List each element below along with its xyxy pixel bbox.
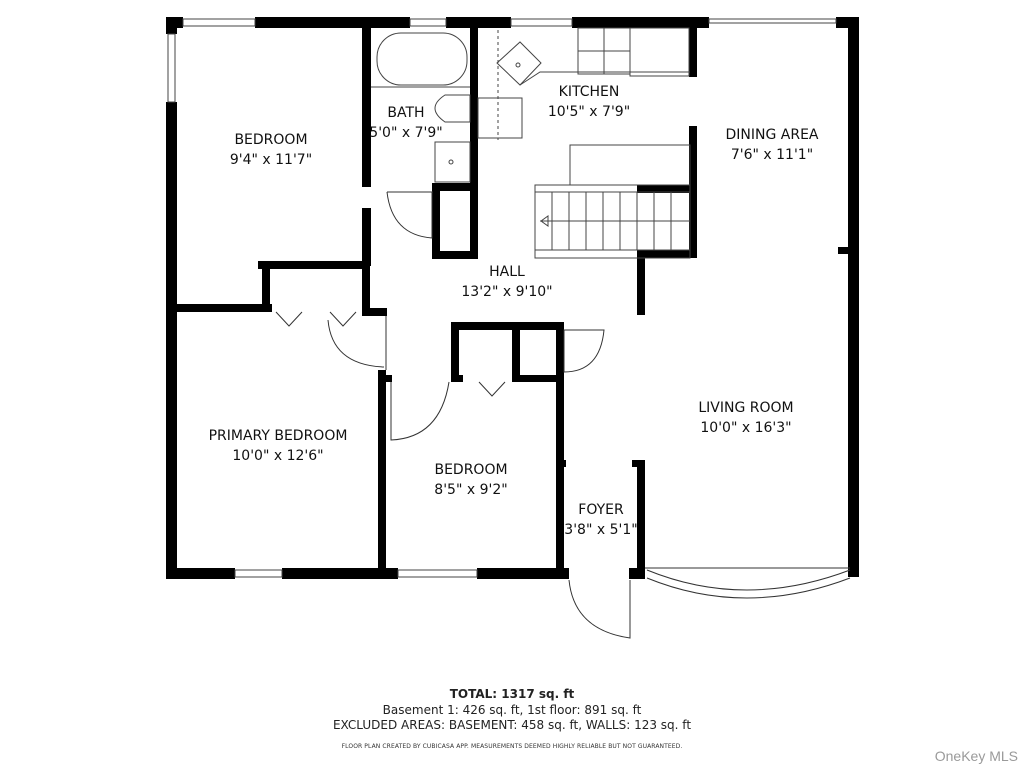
room-dimensions: 3'8" x 5'1" xyxy=(564,522,638,538)
room-name: BEDROOM xyxy=(434,462,508,478)
room-dimensions: 10'0" x 12'6" xyxy=(232,448,324,464)
room-dimensions: 10'5" x 7'9" xyxy=(547,104,631,120)
room-label-bath: BATH 5'0" x 7'9" xyxy=(369,103,442,143)
room-label-dining-area: DINING AREA 7'6" x 11'1" xyxy=(725,125,818,165)
room-name: HALL xyxy=(489,264,525,280)
doors xyxy=(275,191,631,639)
excluded-areas: EXCLUDED AREAS: BASEMENT: 458 sq. ft, WA… xyxy=(332,718,692,732)
room-dimensions: 7'6" x 11'1" xyxy=(730,147,814,163)
room-name: DINING AREA xyxy=(725,127,819,143)
room-dimensions: 10'0" x 16'3" xyxy=(700,420,792,436)
total-area: TOTAL: 1317 sq. ft xyxy=(449,687,575,701)
room-name: PRIMARY BEDROOM xyxy=(208,428,348,444)
room-name: BATH xyxy=(387,105,425,121)
interior-walls xyxy=(166,17,858,578)
floor-areas: Basement 1: 426 sq. ft, 1st floor: 891 s… xyxy=(382,703,642,717)
room-label-primary-bedroom: PRIMARY BEDROOM 10'0" x 12'6" xyxy=(209,426,348,466)
room-label-foyer: FOYER 3'8" x 5'1" xyxy=(564,500,637,540)
exterior-walls xyxy=(166,17,859,579)
windows xyxy=(167,18,837,578)
watermark: OneKey MLS xyxy=(934,748,1018,764)
fixtures xyxy=(371,27,691,186)
disclaimer: FLOOR PLAN CREATED BY CUBICASA APP. MEAS… xyxy=(341,743,683,750)
room-name: BEDROOM xyxy=(234,132,308,148)
room-dimensions: 5'0" x 7'9" xyxy=(369,125,443,141)
bay-window xyxy=(645,567,851,599)
room-label-kitchen: KITCHEN 10'5" x 7'9" xyxy=(548,82,630,122)
room-dimensions: 9'4" x 11'7" xyxy=(229,152,313,168)
room-dimensions: 8'5" x 9'2" xyxy=(434,482,508,498)
room-label-hall: HALL 13'2" x 9'10" xyxy=(461,262,552,302)
room-label-bedroom-1: BEDROOM 9'4" x 11'7" xyxy=(230,130,312,170)
room-dimensions: 13'2" x 9'10" xyxy=(461,284,553,300)
room-name: FOYER xyxy=(578,502,624,518)
room-label-living-room: LIVING ROOM 10'0" x 16'3" xyxy=(698,398,793,438)
stairs xyxy=(534,184,691,259)
room-name: LIVING ROOM xyxy=(698,400,794,416)
room-label-bedroom-2: BEDROOM 8'5" x 9'2" xyxy=(434,460,507,500)
room-name: KITCHEN xyxy=(558,84,620,100)
